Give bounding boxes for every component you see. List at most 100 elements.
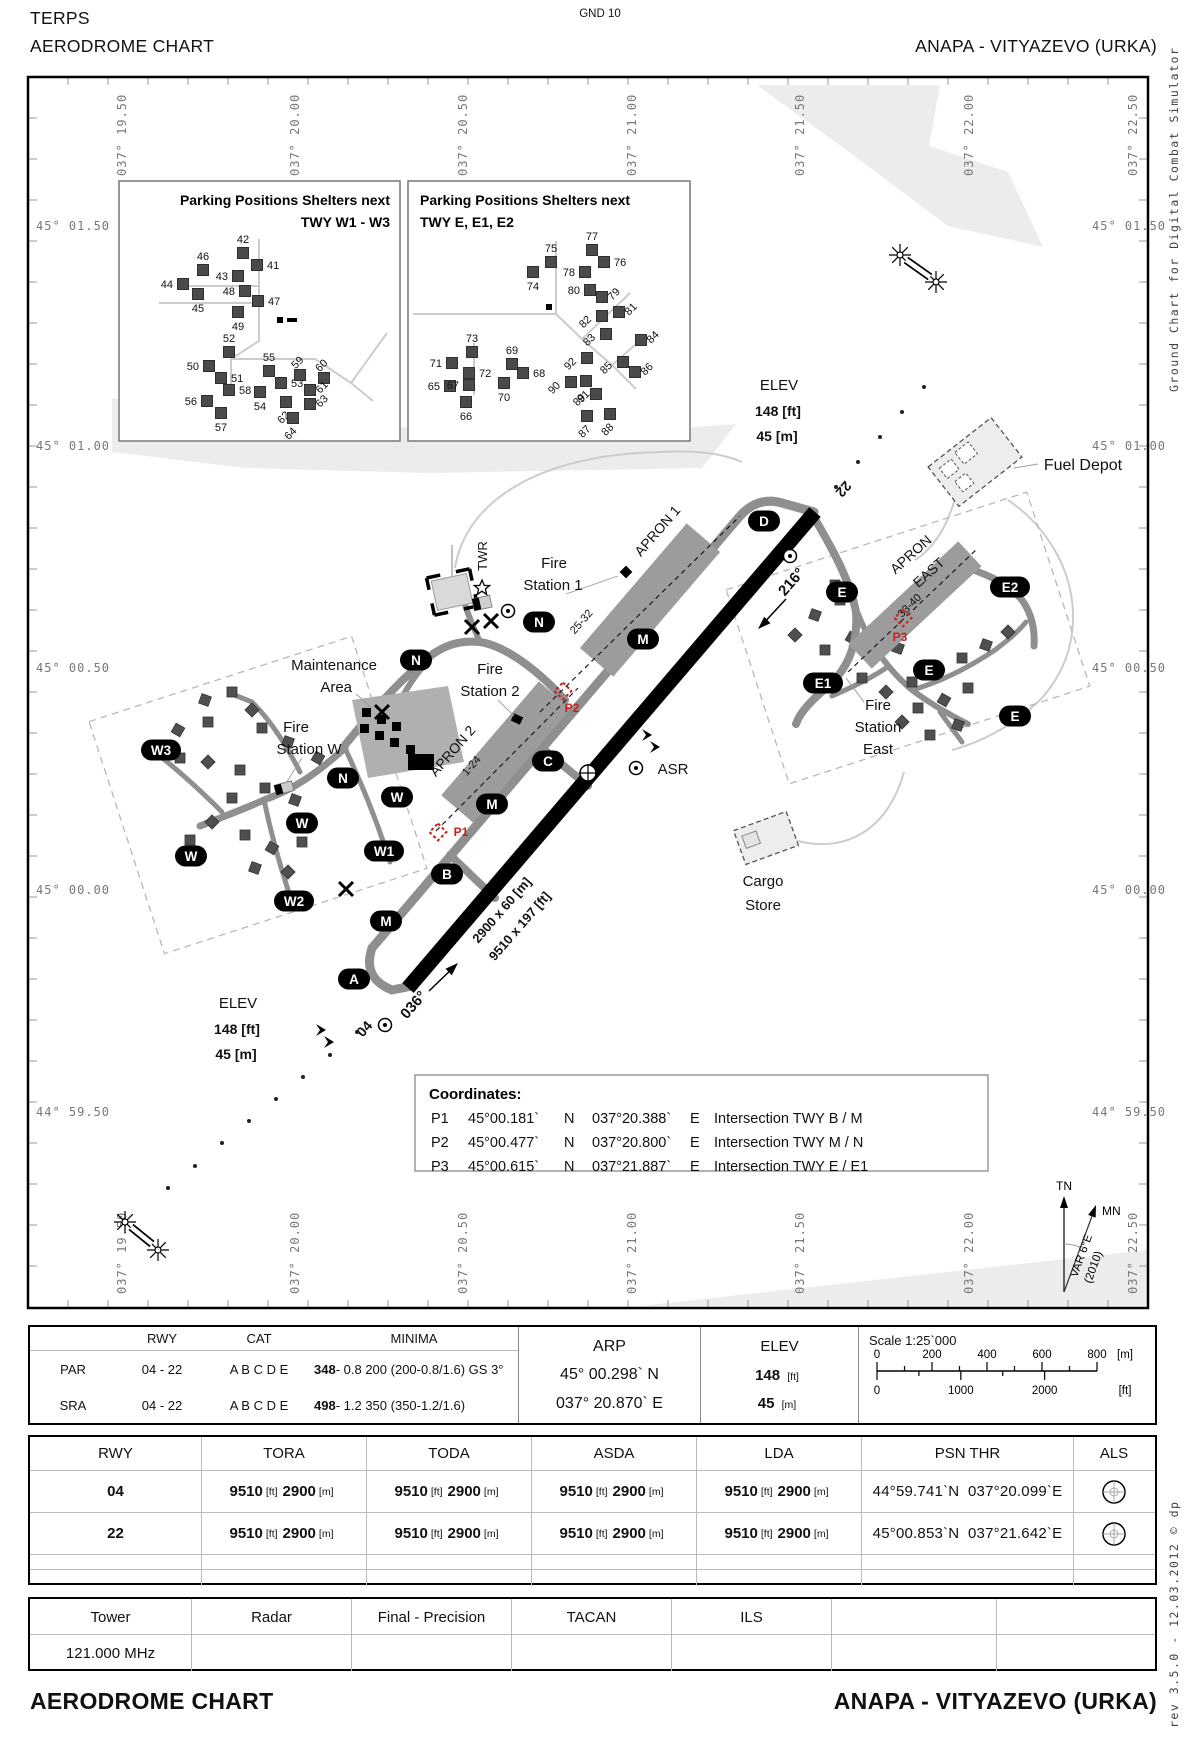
shelter-square [296, 836, 308, 848]
minima-header-cat: CAT [208, 1327, 310, 1351]
shelter-square [951, 718, 965, 732]
svg-text:0: 0 [874, 1349, 880, 1361]
shelter-number: 70 [498, 392, 510, 404]
svg-text:[ft]: [ft] [1119, 1385, 1132, 1397]
svg-text:[m]: [m] [1117, 1349, 1133, 1361]
minima-row-sensor: PAR [60, 1362, 86, 1377]
shelter-square [962, 682, 974, 694]
road-cargo [793, 771, 905, 846]
pointer-lines [285, 463, 1039, 784]
lat-label: 45° 01.00 [1092, 439, 1166, 453]
shelter-square [237, 247, 249, 259]
map-label: Fire [865, 697, 891, 714]
runway-table: RWY TORA TODA ASDA LDA PSN THR ALS 04 95… [28, 1435, 1157, 1585]
shelter-square [581, 352, 593, 364]
taxiway-pill [431, 863, 463, 885]
taxiway-pill-label: M [380, 914, 391, 929]
map-label: 45 [m] [215, 1046, 256, 1062]
shelter-number: 41 [267, 260, 279, 272]
shelter-square [819, 644, 831, 656]
shelter-number: 47 [268, 296, 280, 308]
coordinate-lon: 037°20.388` [592, 1111, 671, 1127]
lat-label: 45° 01.00 [36, 439, 110, 453]
shelter-square [579, 266, 591, 278]
map-label: 148 [ft] [755, 403, 801, 419]
inset-road [231, 358, 374, 402]
inset-mark [287, 318, 297, 322]
comms-header-tower: Tower [30, 1599, 192, 1635]
shelter-number: 50 [187, 361, 199, 373]
runway-crosshair-icon [579, 764, 597, 782]
lon-label: 037° 22.50 [1126, 1212, 1140, 1294]
coordinate-desc: Intersection TWY M / N [714, 1135, 863, 1151]
shelter-number: 57 [215, 422, 227, 434]
shelter-square [226, 686, 238, 698]
map-label: ELEV [219, 995, 257, 1012]
approach-dot [166, 1186, 170, 1190]
als-icon [1102, 1521, 1126, 1546]
shelter-square [288, 793, 302, 807]
shelter-number: 78 [563, 267, 575, 279]
taxiway-pill [141, 739, 181, 761]
approach-dot [220, 1141, 224, 1145]
shelter-square [234, 764, 246, 776]
shelter-number: 55 [263, 352, 275, 364]
shelter-square [280, 396, 292, 408]
coordinate-id: P2 [431, 1135, 449, 1151]
comms-table: Tower Radar Final - Precision TACAN ILS … [28, 1597, 1157, 1671]
shelter-square [956, 652, 968, 664]
shelter-square [912, 702, 924, 714]
lon-label: 037° 19.50 [115, 94, 129, 176]
runway-04-22 [402, 507, 821, 993]
taxiway-pill-label: W [185, 849, 198, 864]
shelter-number: 45 [192, 303, 204, 315]
lon-label: 037° 20.50 [456, 1212, 470, 1294]
e-shelter-boundary [725, 491, 1091, 785]
taxiway-pill [338, 968, 370, 990]
svg-text:600: 600 [1032, 1349, 1051, 1361]
intersection-point-marker [893, 608, 913, 628]
bird-hazard-icon [324, 1036, 334, 1048]
coordinates-title: Coordinates: [429, 1086, 522, 1103]
taxiway-pill-label: M [486, 797, 497, 812]
svg-text:800: 800 [1087, 1349, 1106, 1361]
map-label: Station 2 [460, 683, 519, 700]
map-label: Cargo [743, 873, 784, 890]
shelter-square [444, 380, 456, 392]
shelter-square [254, 386, 266, 398]
map-label: Station [855, 719, 902, 736]
taxiway-pill-label: E2 [1002, 580, 1019, 595]
shelter-number: 80 [568, 285, 580, 297]
minima-row-sensor: SRA [59, 1397, 87, 1413]
map-label: Area [320, 679, 352, 696]
shelter-number: 43 [216, 271, 228, 283]
shelter-square [281, 735, 295, 749]
taxiway-pill-label: E [1010, 709, 1019, 724]
shelter-number: 54 [254, 401, 266, 413]
coordinate-desc: Intersection TWY B / M [714, 1111, 863, 1127]
shelter-square [226, 792, 238, 804]
shelter-square [936, 692, 952, 708]
doc-type: TERPS [30, 8, 90, 28]
taxiway-pill-label: D [759, 514, 769, 529]
map-label: P2 [565, 701, 580, 715]
map-label: ELEV [760, 377, 798, 394]
shelter-square [808, 608, 822, 622]
shelter-square [580, 375, 592, 387]
shelter-square [304, 384, 316, 396]
apron-centerlines [435, 515, 979, 832]
heading-036-arrow [428, 963, 458, 992]
shelter-square [856, 672, 868, 684]
shelter-number: 42 [237, 234, 249, 246]
shelter-square [200, 754, 216, 770]
map-label: P3 [893, 630, 908, 644]
approach-dot [328, 1053, 332, 1057]
shelter-square [256, 722, 268, 734]
taxiway-pill [381, 786, 413, 808]
taxiway-pill [627, 628, 659, 650]
obstacle-bar [904, 258, 932, 279]
map-label: Fire [477, 661, 503, 678]
shelter-square [545, 256, 557, 268]
